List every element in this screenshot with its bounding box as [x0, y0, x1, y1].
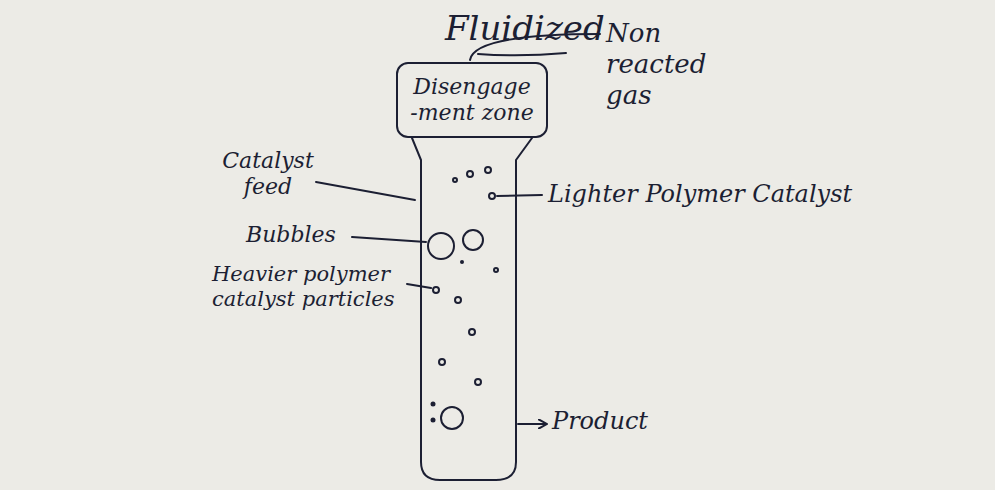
title-underline: [478, 53, 566, 55]
product-label: Product: [552, 407, 648, 436]
feed-label: Catalyst feed: [222, 148, 314, 201]
zone-label: Disengage -ment zone: [407, 74, 537, 127]
leader-line: [352, 237, 426, 242]
particles: [431, 260, 465, 423]
bubbles: [428, 167, 498, 429]
heavy-particles-label: Heavier polymer catalyst particles: [212, 262, 404, 312]
gas-outlet-label: Non reacted gas: [606, 18, 746, 112]
leader-line: [497, 195, 542, 196]
product-arrow: [518, 423, 546, 425]
bubbles-label: Bubbles: [246, 222, 350, 248]
zone-box: Disengage -ment zone: [396, 62, 548, 138]
light-particles-label: Lighter Polymer Catalyst: [548, 180, 852, 209]
diagram-title: Fluidized: [445, 8, 605, 49]
reactor-vessel: [412, 138, 532, 480]
leader-line: [407, 284, 431, 288]
leader-line: [316, 182, 415, 200]
zone-text-group: Disengage -ment zone: [407, 74, 537, 127]
